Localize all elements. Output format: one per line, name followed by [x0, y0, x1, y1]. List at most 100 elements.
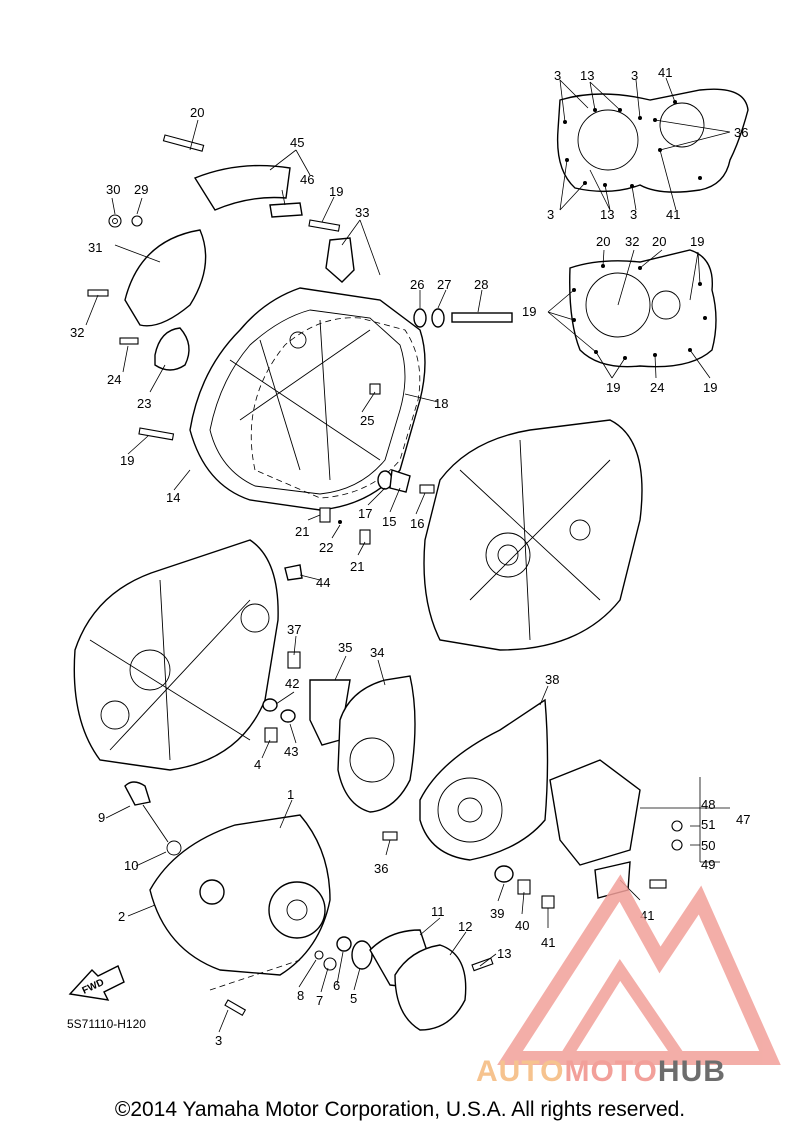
callout-19: 19 — [522, 304, 536, 319]
callout-leaders — [85, 119, 641, 1033]
watermark-brand-hub: HUB — [657, 1055, 726, 1088]
dipstick-9 — [124, 781, 151, 806]
callout-1: 1 — [287, 787, 294, 802]
callout-41: 41 — [658, 65, 672, 80]
guide-45 — [193, 164, 291, 211]
callout-labels: 3 13 3 41 36 3 13 3 41 20 32 20 19 19 19… — [70, 65, 750, 1048]
callout-50: 50 — [701, 838, 715, 853]
damper-46 — [269, 202, 303, 218]
shaft-parts — [319, 308, 513, 545]
cover-34 — [337, 675, 416, 813]
callout-47: 47 — [736, 812, 750, 827]
inset-cover-bolt-pattern-2 — [547, 249, 717, 379]
callout-6: 6 — [333, 978, 340, 993]
cover-31 — [124, 229, 207, 327]
callout-51: 51 — [701, 817, 715, 832]
cover-38-group — [419, 698, 730, 909]
callout-43: 43 — [284, 744, 298, 759]
callout-40: 40 — [515, 918, 529, 933]
callout-3: 3 — [630, 207, 637, 222]
callout-24: 24 — [107, 372, 121, 387]
callout-44: 44 — [316, 575, 330, 590]
callout-28: 28 — [474, 277, 488, 292]
callout-30: 30 — [106, 182, 120, 197]
callout-29: 29 — [134, 182, 148, 197]
crankcase-left — [73, 539, 279, 771]
callout-48: 48 — [701, 797, 715, 812]
callout-19: 19 — [606, 380, 620, 395]
callout-11: 11 — [431, 904, 445, 919]
callout-20: 20 — [652, 234, 666, 249]
callout-19: 19 — [120, 453, 134, 468]
callout-13: 13 — [600, 207, 614, 222]
callout-41: 41 — [541, 935, 555, 950]
watermark-brand-auto: AUTO — [476, 1055, 565, 1088]
callout-20: 20 — [596, 234, 610, 249]
callout-34: 34 — [370, 645, 384, 660]
callout-23: 23 — [137, 396, 151, 411]
copyright-notice: ©2014 Yamaha Motor Corporation, U.S.A. A… — [114, 1098, 686, 1121]
bushing-25 — [369, 383, 381, 395]
callout-10: 10 — [124, 858, 138, 873]
callout-27: 27 — [437, 277, 451, 292]
watermark-logo — [497, 874, 781, 1065]
callout-9: 9 — [98, 810, 105, 825]
callout-7: 7 — [316, 993, 323, 1008]
callout-36: 36 — [734, 125, 748, 140]
inset-cover-bolt-pattern — [556, 77, 749, 211]
callout-37: 37 — [287, 622, 301, 637]
callout-24: 24 — [650, 380, 664, 395]
callout-26: 26 — [410, 277, 424, 292]
callout-19: 19 — [329, 184, 343, 199]
callout-32: 32 — [625, 234, 639, 249]
bracket-33 — [325, 237, 355, 283]
callout-33: 33 — [355, 205, 369, 220]
cover-23 — [154, 327, 190, 371]
callout-3: 3 — [554, 68, 561, 83]
bottom-cover-group — [124, 781, 494, 1031]
callout-42: 42 — [285, 676, 299, 691]
callout-13: 13 — [580, 68, 594, 83]
callout-2: 2 — [118, 909, 125, 924]
callout-12: 12 — [458, 919, 472, 934]
callout-49: 49 — [701, 857, 715, 872]
callout-18: 18 — [434, 396, 448, 411]
callout-21: 21 — [295, 524, 309, 539]
callout-3: 3 — [547, 207, 554, 222]
callout-45: 45 — [290, 135, 304, 150]
callout-5: 5 — [350, 991, 357, 1006]
plug-5 — [351, 940, 373, 970]
callout-35: 35 — [338, 640, 352, 655]
guard-48 — [549, 759, 641, 866]
crankcase-cover-14 — [189, 287, 426, 511]
callout-16: 16 — [410, 516, 424, 531]
callout-8: 8 — [297, 988, 304, 1003]
callout-25: 25 — [360, 413, 374, 428]
callout-39: 39 — [490, 906, 504, 921]
watermark-text: AUTOMOTOHUB — [476, 1055, 726, 1089]
callout-46: 46 — [300, 172, 314, 187]
small-parts-top-left — [87, 134, 355, 441]
fwd-arrow-icon: FWD — [68, 965, 125, 1001]
gasket-18 — [250, 317, 421, 499]
callout-21: 21 — [350, 559, 364, 574]
cover-12 — [394, 944, 467, 1031]
callout-13: 13 — [497, 946, 511, 961]
diagram-code: 5S71110-H120 — [67, 1017, 146, 1031]
callout-22: 22 — [319, 540, 333, 555]
callout-19: 19 — [703, 380, 717, 395]
callout-15: 15 — [382, 514, 396, 529]
callout-36: 36 — [374, 861, 388, 876]
callout-3: 3 — [631, 68, 638, 83]
callout-31: 31 — [88, 240, 102, 255]
callout-38: 38 — [545, 672, 559, 687]
watermark-brand-moto: MOTO — [564, 1055, 658, 1088]
callout-3: 3 — [215, 1033, 222, 1048]
middle-parts — [262, 564, 416, 841]
shaft-28 — [451, 312, 513, 323]
callout-32: 32 — [70, 325, 84, 340]
callout-19: 19 — [690, 234, 704, 249]
callout-4: 4 — [254, 757, 261, 772]
